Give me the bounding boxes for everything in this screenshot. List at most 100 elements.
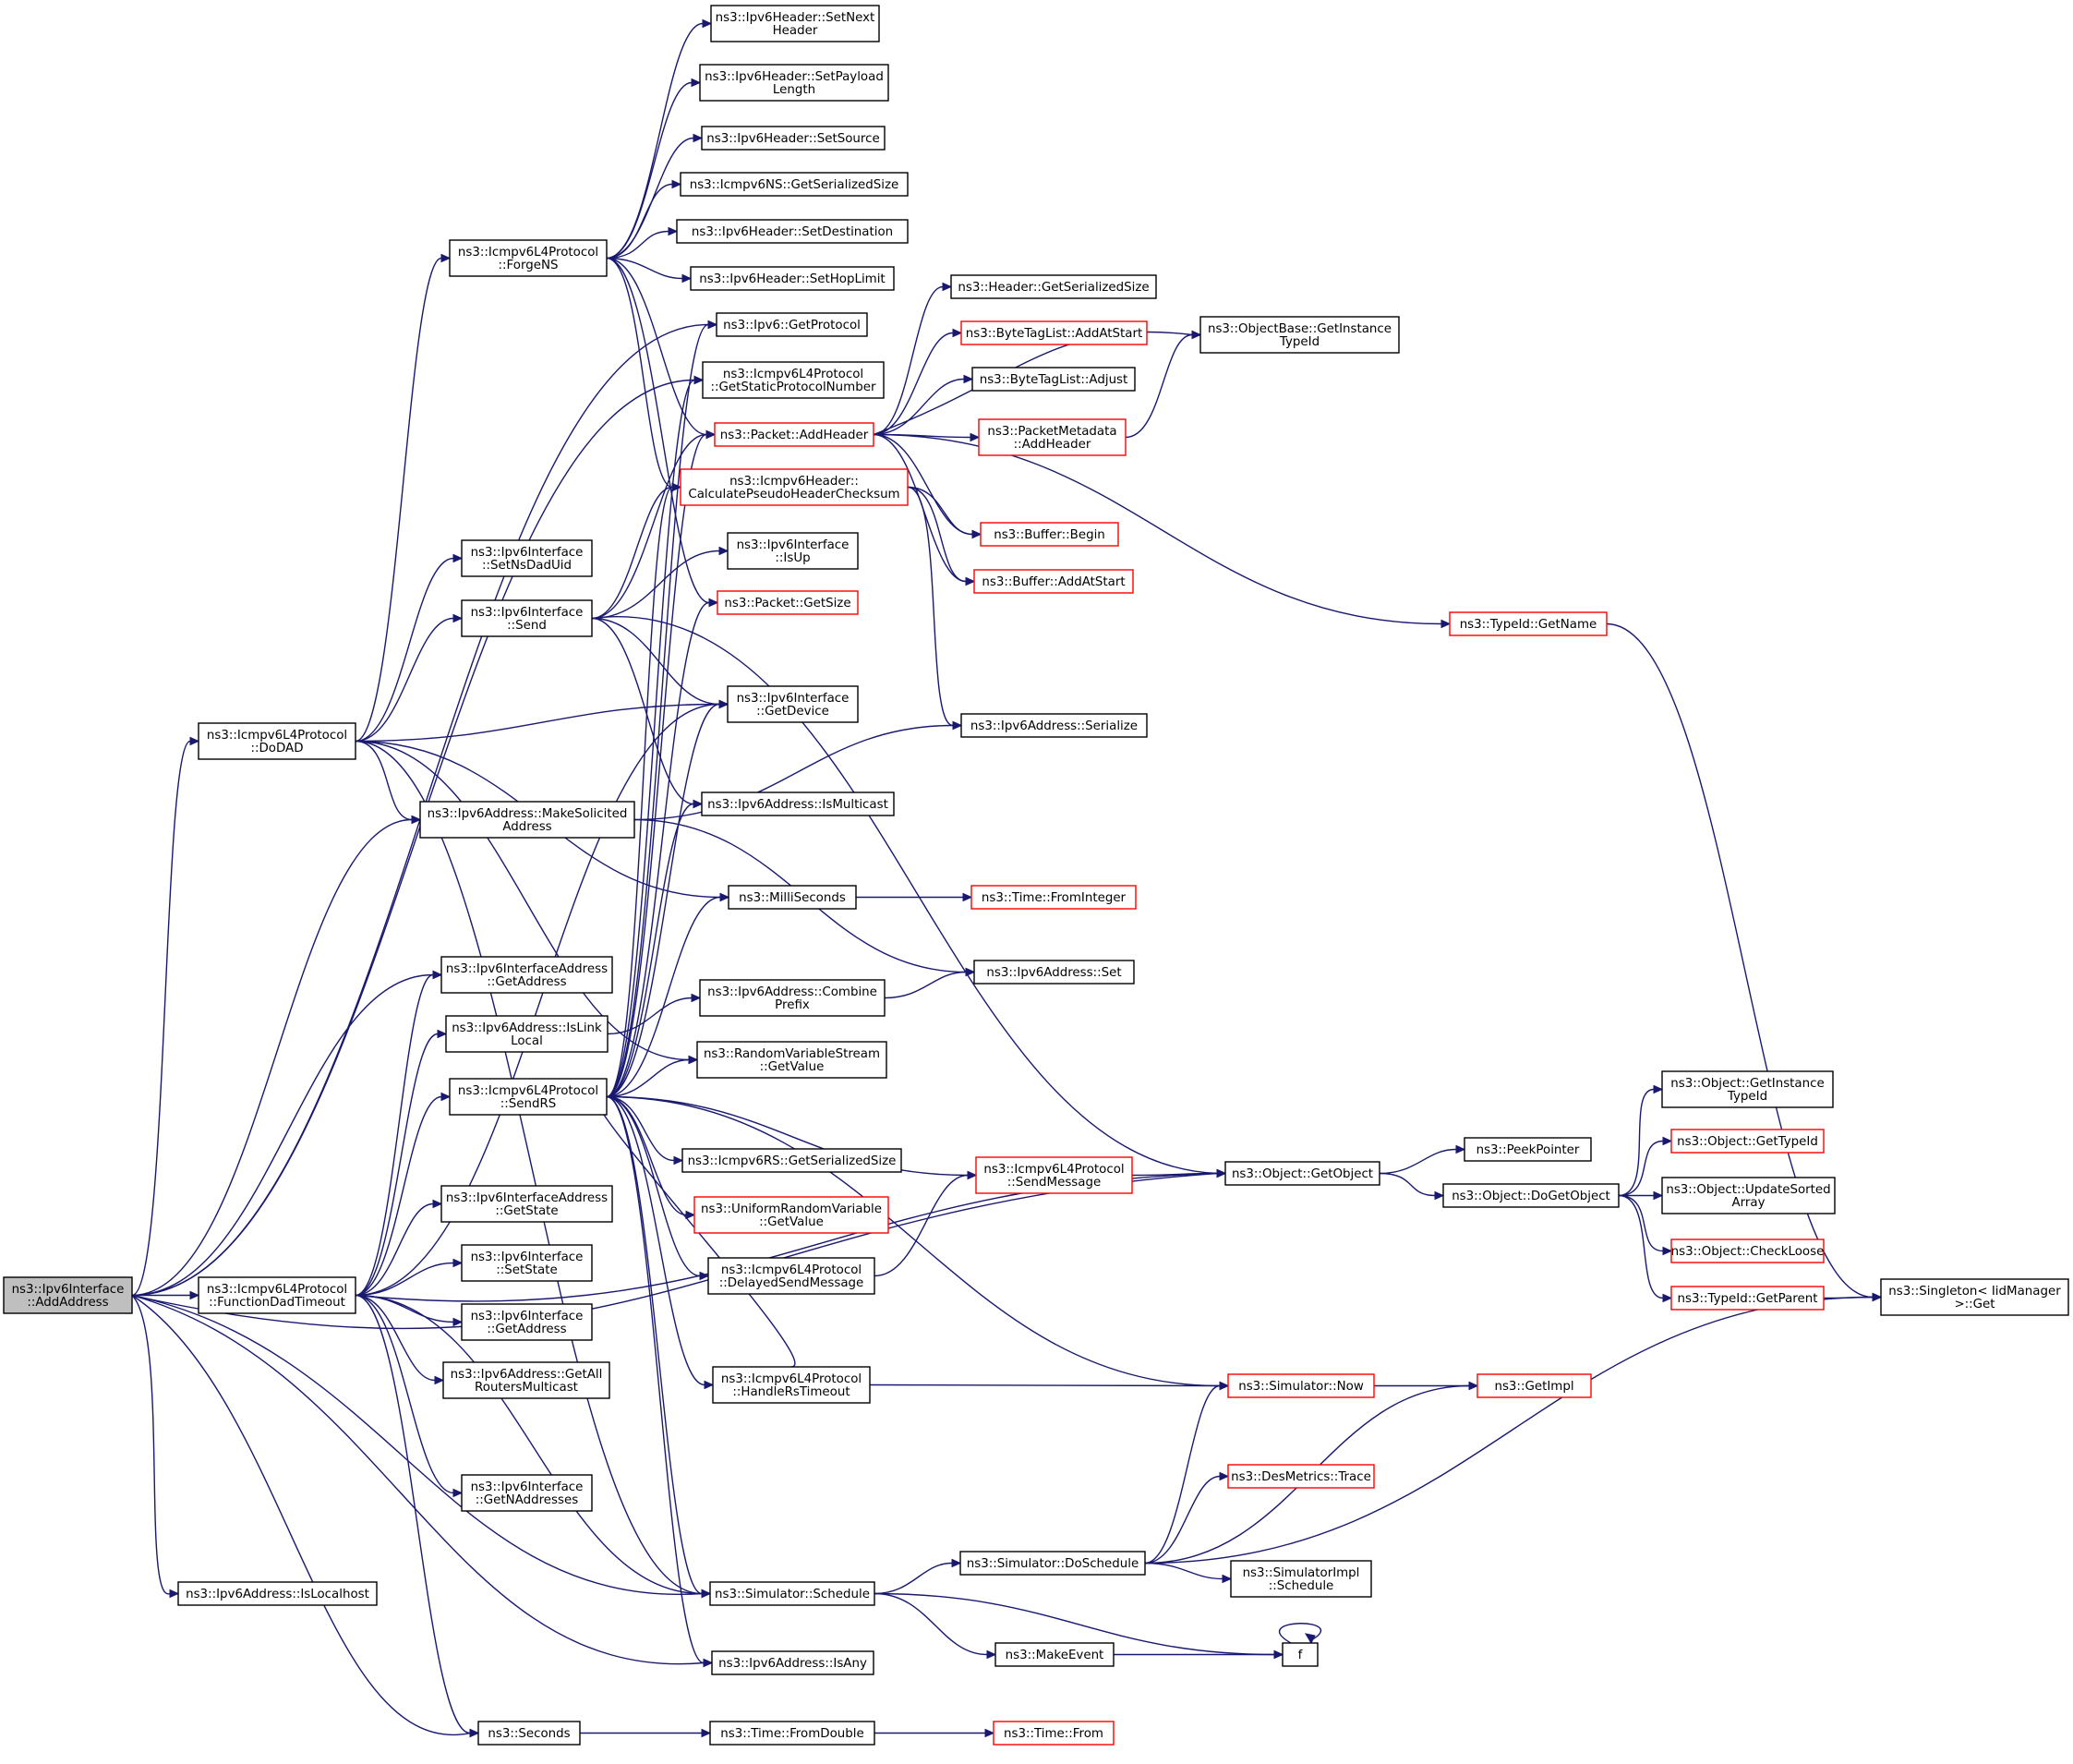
node-send-message[interactable]: ns3::Icmpv6L4Protocol::SendMessage [975, 1156, 1133, 1194]
node-check-loose[interactable]: ns3::Object::CheckLoose [1670, 1238, 1825, 1263]
node-do-schedule[interactable]: ns3::Simulator::DoSchedule [959, 1551, 1146, 1576]
node-function-dad-timeout[interactable]: ns3::Icmpv6L4Protocol::FunctionDadTimeou… [198, 1276, 356, 1314]
node-nsget-serialized-size[interactable]: ns3::Icmpv6NS::GetSerializedSize [680, 172, 909, 197]
node-set-hop-limit[interactable]: ns3::Ipv6Header::SetHopLimit [690, 266, 895, 291]
node-addr-set[interactable]: ns3::Ipv6Address::Set [973, 960, 1135, 985]
node-buffer-add-at-start[interactable]: ns3::Buffer::AddAtStart [973, 569, 1134, 594]
node-box [707, 1257, 875, 1295]
node-from-double[interactable]: ns3::Time::FromDouble [709, 1721, 875, 1746]
node-add-header[interactable]: ns3::Packet::AddHeader [714, 422, 874, 447]
node-handle-rs-timeout[interactable]: ns3::Icmpv6L4Protocol::HandleRsTimeout [712, 1366, 871, 1404]
node-is-localhost[interactable]: ns3::Ipv6Address::IsLocalhost [177, 1581, 378, 1606]
node-iaget-address[interactable]: ns3::Ipv6InterfaceAddress::GetAddress [440, 956, 613, 994]
arrowhead [952, 720, 963, 731]
node-f[interactable]: f [1282, 1642, 1319, 1667]
node-sim-now[interactable]: ns3::Simulator::Now [1227, 1373, 1375, 1398]
node-is-any[interactable]: ns3::Ipv6Address::IsAny [711, 1650, 874, 1675]
node-iaget-state[interactable]: ns3::Ipv6InterfaceAddress::GetState [440, 1185, 613, 1223]
node-from-integer[interactable]: ns3::Time::FromInteger [970, 885, 1137, 910]
node-box [696, 1041, 887, 1079]
node-get-naddresses[interactable]: ns3::Ipv6Interface::GetNAddresses [461, 1474, 593, 1512]
edge-send-rs-to-get-protocol [606, 320, 718, 1098]
node-get-object[interactable]: ns3::Object::GetObject [1224, 1161, 1380, 1186]
node-label-line: ns3::Ipv6Address::GetAll [451, 1368, 603, 1382]
node-box [680, 468, 909, 506]
node-send[interactable]: ns3::Ipv6Interface::Send [461, 599, 593, 637]
node-delayed-send-message[interactable]: ns3::Icmpv6L4Protocol::DelayedSendMessag… [707, 1257, 875, 1295]
node-get-device[interactable]: ns3::Ipv6Interface::GetDevice [727, 685, 859, 723]
node-make-event[interactable]: ns3::MakeEvent [994, 1642, 1115, 1667]
node-uniform-get-value[interactable]: ns3::UniformRandomVariable::GetValue [693, 1196, 889, 1234]
node-box [1227, 1464, 1375, 1489]
node-if-get-address[interactable]: ns3::Ipv6Interface::GetAddress [461, 1303, 593, 1341]
node-label-line: ::Send [507, 619, 547, 633]
node-box [461, 1244, 593, 1282]
node-set-destination[interactable]: ns3::Ipv6Header::SetDestination [676, 219, 909, 244]
node-label-line: RoutersMulticast [475, 1381, 578, 1395]
node-schedule[interactable]: ns3::Simulator::Schedule [709, 1581, 875, 1606]
node-is-multicast[interactable]: ns3::Ipv6Address::IsMulticast [701, 791, 895, 816]
node-packet-get-size[interactable]: ns3::Packet::GetSize [717, 590, 859, 615]
node-obj-get-type-id[interactable]: ns3::Object::GetTypeId [1670, 1129, 1825, 1154]
arrowhead [708, 598, 719, 608]
node-get-protocol[interactable]: ns3::Ipv6::GetProtocol [716, 312, 868, 337]
node-do-get-object[interactable]: ns3::Object::DoGetObject [1442, 1183, 1620, 1208]
arrowhead [440, 253, 452, 263]
node-label-line: ns3::Ipv6Address::IsLink [452, 1021, 602, 1035]
edge-calc-pseudo-to-buffer-add-at-start [907, 486, 976, 586]
node-set-state[interactable]: ns3::Ipv6Interface::SetState [461, 1244, 593, 1282]
node-do-dad[interactable]: ns3::Icmpv6L4Protocol::DoDAD [198, 722, 356, 760]
node-btladd-at-start[interactable]: ns3::ByteTagList::AddAtStart [960, 320, 1148, 345]
node-label-line: Header [773, 24, 818, 38]
node-get-static-protocol-number[interactable]: ns3::Icmpv6L4Protocol::GetStaticProtocol… [702, 361, 885, 399]
node-is-up[interactable]: ns3::Ipv6Interface::IsUp [727, 532, 859, 570]
node-box [711, 1650, 874, 1675]
node-set-ns-dad-uid[interactable]: ns3::Ipv6Interface::SetNsDadUid [461, 539, 593, 577]
node-header-get-serialized-size[interactable]: ns3::Header::GetSerializedSize [950, 274, 1157, 299]
node-box [728, 885, 857, 910]
node-label-line: ::GetStaticProtocolNumber [711, 381, 876, 394]
node-buffer-begin[interactable]: ns3::Buffer::Begin [980, 522, 1119, 547]
node-set-source[interactable]: ns3::Ipv6Header::SetSource [701, 126, 886, 151]
node-time-from[interactable]: ns3::Time::From [993, 1721, 1115, 1746]
node-label-line: ns3::Object::DoGetObject [1452, 1190, 1610, 1203]
node-rsget-serialized-size[interactable]: ns3::Icmpv6RS::GetSerializedSize [681, 1148, 902, 1173]
node-des-metrics-trace[interactable]: ns3::DesMetrics::Trace [1227, 1464, 1375, 1489]
edge-function-dad-timeout-to-get-naddresses [355, 1294, 464, 1498]
node-serialize[interactable]: ns3::Ipv6Address::Serialize [960, 713, 1148, 738]
node-singleton-get[interactable]: ns3::Singleton< IidManager>::Get [1880, 1278, 2069, 1316]
edge-send-rs-to-milli-seconds [606, 892, 730, 1098]
node-box [701, 791, 895, 816]
arrowhead [1468, 1381, 1479, 1391]
node-milli-seconds[interactable]: ns3::MilliSeconds [728, 885, 857, 910]
node-seconds[interactable]: ns3::Seconds [477, 1721, 581, 1746]
node-sim-impl-schedule[interactable]: ns3::SimulatorImpl::Schedule [1230, 1560, 1372, 1598]
node-peek-pointer[interactable]: ns3::PeekPointer [1464, 1137, 1592, 1162]
node-type-id-get-name[interactable]: ns3::TypeId::GetName [1449, 611, 1608, 636]
node-get-impl[interactable]: ns3::GetImpl [1476, 1373, 1592, 1398]
edge-do-schedule-to-sim-now [1144, 1381, 1230, 1565]
node-label-line: ::GetDevice [756, 705, 829, 719]
node-forge-ns[interactable]: ns3::Icmpv6L4Protocol::ForgeNS [449, 239, 608, 277]
edge-add-address-to-make-solicited [131, 815, 422, 1297]
node-type-id-get-parent[interactable]: ns3::TypeId::GetParent [1670, 1286, 1825, 1311]
node-pmadd-header[interactable]: ns3::PacketMetadata::AddHeader [978, 418, 1127, 456]
node-add-address[interactable]: ns3::Ipv6Interface::AddAddress [3, 1276, 133, 1314]
node-calc-pseudo[interactable]: ns3::Icmpv6Header::CalculatePseudoHeader… [680, 468, 909, 506]
node-send-rs[interactable]: ns3::Icmpv6L4Protocol::SendRS [449, 1078, 608, 1116]
node-box [709, 1721, 875, 1746]
node-btladjust[interactable]: ns3::ByteTagList::Adjust [971, 367, 1136, 392]
node-rvsget-value[interactable]: ns3::RandomVariableStream::GetValue [696, 1041, 887, 1079]
arrowhead [440, 1092, 452, 1102]
node-box [960, 320, 1148, 345]
node-label-line: ns3::TypeId::GetParent [1678, 1292, 1818, 1306]
